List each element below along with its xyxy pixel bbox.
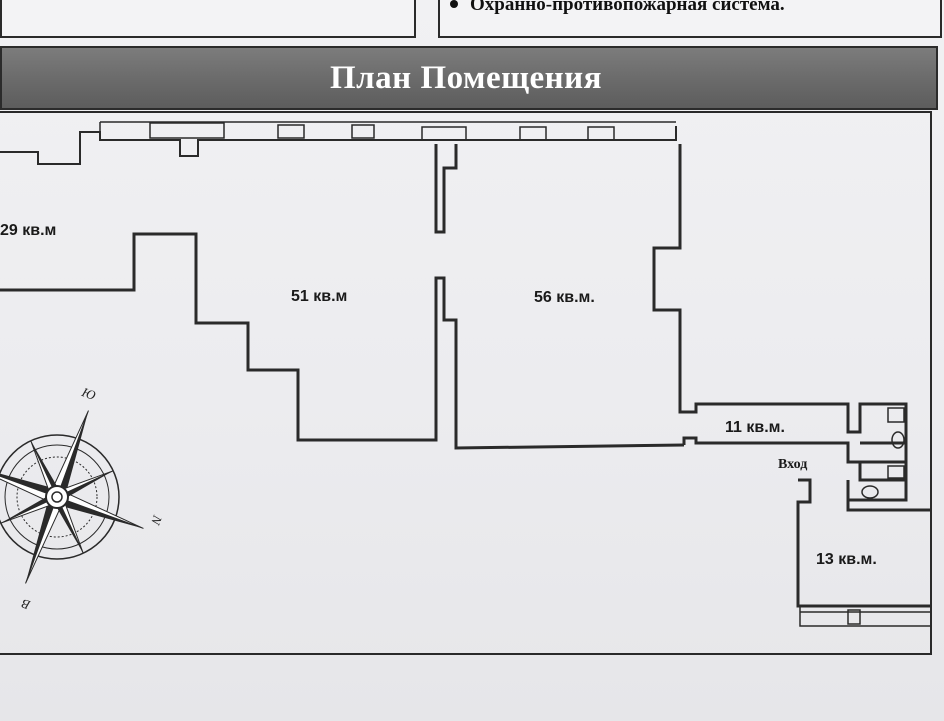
entrance-label: Вход <box>778 457 808 472</box>
window-6 <box>587 126 615 141</box>
toilet-icon <box>891 431 905 449</box>
top-right-info-box: Охранно-противопожарная система. <box>438 0 942 38</box>
room-29-wall <box>0 232 685 450</box>
security-system-bullet: Охранно-противопожарная система. <box>470 0 785 15</box>
top-left-info-box <box>0 0 416 38</box>
room-13-wall <box>796 478 930 608</box>
sink-icon-2 <box>887 465 905 479</box>
window-3 <box>351 124 375 139</box>
toilet-icon-2 <box>861 485 879 499</box>
corridor-wall <box>682 436 906 464</box>
room-56-east-wall <box>652 144 908 500</box>
title-banner: План Помещения <box>0 46 938 110</box>
room-56-label: 56 кв.м. <box>534 289 595 306</box>
room-11-label: 11 кв.м. <box>725 419 785 436</box>
compass-rose-icon <box>0 410 144 584</box>
page-title: План Помещения <box>330 59 602 96</box>
room-13-window <box>799 606 930 627</box>
bullet-icon <box>450 0 458 8</box>
window-2 <box>277 124 305 139</box>
sink-icon <box>887 407 905 423</box>
room-13-label: 13 кв.м. <box>816 551 877 568</box>
plan-frame <box>0 111 932 655</box>
north-exterior-wall <box>0 126 677 165</box>
wc-wall-3 <box>858 462 906 482</box>
window-4 <box>421 126 467 141</box>
room-13-window-pane <box>847 609 861 625</box>
window-strip <box>99 121 676 140</box>
window-5 <box>519 126 547 141</box>
partition-upper <box>434 144 458 234</box>
window-1 <box>149 122 225 139</box>
room-51-label: 51 кв.м <box>291 288 348 305</box>
room-29-label: 29 кв.м <box>0 222 57 239</box>
